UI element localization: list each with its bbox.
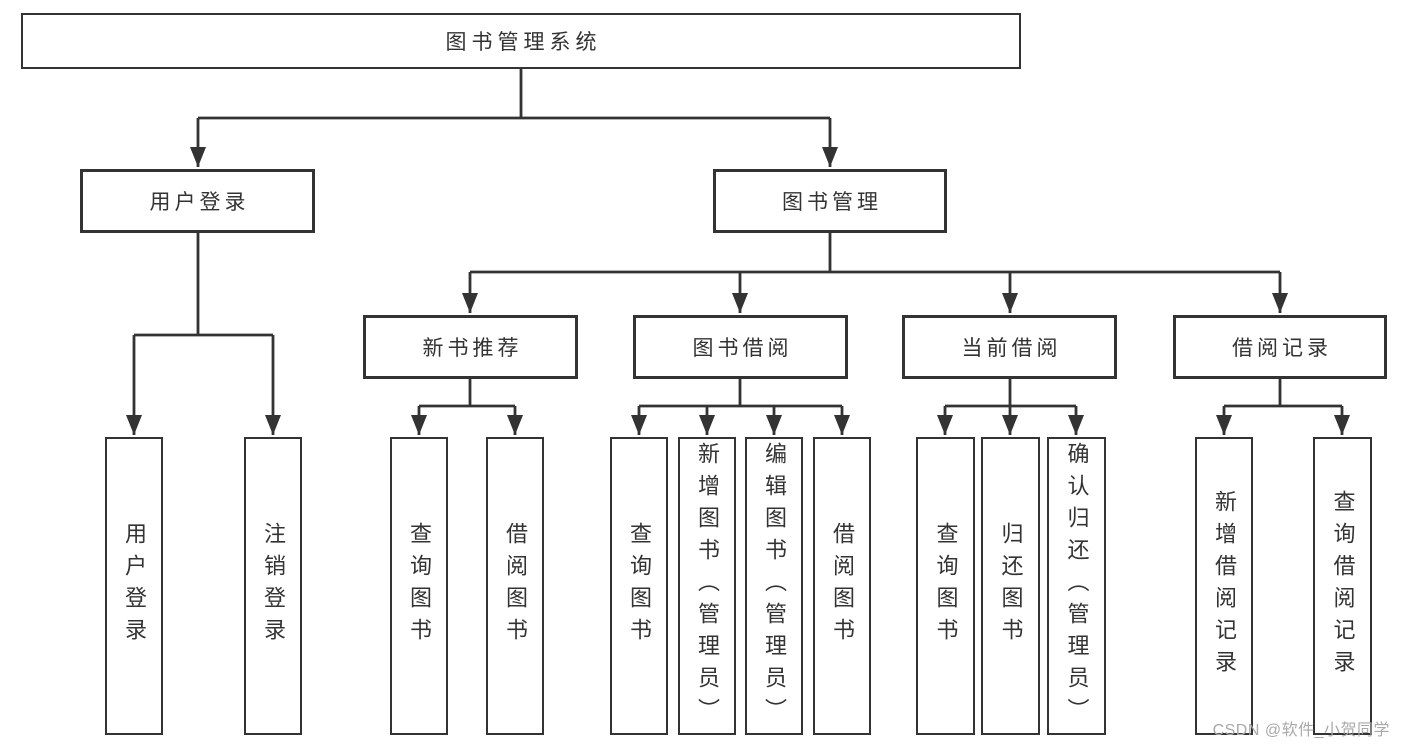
leaf-edit-books-admin: 编辑图书（管理员）: [745, 437, 803, 735]
node-label: 借阅图书: [503, 522, 528, 650]
connector-root-to-level2: [190, 69, 838, 167]
csdn-watermark: CSDN @软件_小贺同学: [1212, 722, 1390, 739]
node-label: 用户登录: [149, 191, 250, 214]
node-label: 借阅图书: [830, 522, 855, 650]
node-label: 新书推荐: [422, 337, 523, 360]
node-label: 编辑图书（管理员）: [762, 442, 787, 730]
leaf-borrow-books-borrowing: 借阅图书: [813, 437, 871, 735]
connector-borrowing-records-subtree: [1216, 379, 1350, 435]
node-label: 查询图书: [627, 522, 652, 650]
leaf-add-borrow-record: 新增借阅记录: [1195, 437, 1253, 735]
connector-book-borrowing-subtree: [631, 379, 850, 435]
connector-new-book-recommend-subtree: [411, 379, 523, 435]
node-book-borrowing: 图书借阅: [633, 315, 848, 379]
node-current-borrowing: 当前借阅: [902, 315, 1117, 379]
node-borrowing-records: 借阅记录: [1173, 315, 1387, 379]
node-book-management: 图书管理: [713, 169, 947, 233]
node-label: 查询图书: [407, 522, 432, 650]
leaf-logout: 注销登录: [244, 437, 302, 735]
leaf-query-books-borrowing: 查询图书: [610, 437, 668, 735]
node-label: 注销登录: [261, 522, 286, 650]
node-label: 图书管理: [782, 191, 882, 214]
leaf-query-borrow-record: 查询借阅记录: [1313, 437, 1372, 735]
connector-book-management-subtree: [462, 233, 1288, 313]
connector-user-login-subtree: [126, 233, 281, 435]
connector-current-borrowing-subtree: [937, 379, 1084, 435]
leaf-add-books-admin: 新增图书（管理员）: [678, 437, 736, 735]
node-label: 用户登录: [122, 522, 147, 650]
node-label: 图书管理系统: [445, 31, 602, 54]
node-label: 当前借阅: [961, 337, 1062, 360]
node-label: 图书借阅: [692, 337, 793, 360]
leaf-query-books-current: 查询图书: [916, 437, 975, 735]
leaf-borrow-books-recommend: 借阅图书: [486, 437, 544, 735]
node-label: 新增借阅记录: [1212, 490, 1237, 682]
leaf-confirm-return-admin: 确认归还（管理员）: [1047, 437, 1106, 735]
node-label: 查询图书: [933, 522, 959, 650]
node-new-book-recommend: 新书推荐: [363, 315, 578, 379]
node-label: 借阅记录: [1232, 337, 1332, 360]
leaf-return-books: 归还图书: [981, 437, 1040, 735]
node-label: 归还图书: [998, 522, 1024, 650]
leaf-user-login: 用户登录: [105, 437, 163, 735]
node-user-login: 用户登录: [80, 169, 315, 233]
node-label: 新增图书（管理员）: [695, 442, 720, 730]
node-label: 查询借阅记录: [1330, 490, 1356, 682]
leaf-query-books-recommend: 查询图书: [390, 437, 448, 735]
node-label: 确认归还（管理员）: [1064, 442, 1090, 730]
node-library-management-system: 图书管理系统: [21, 13, 1021, 69]
